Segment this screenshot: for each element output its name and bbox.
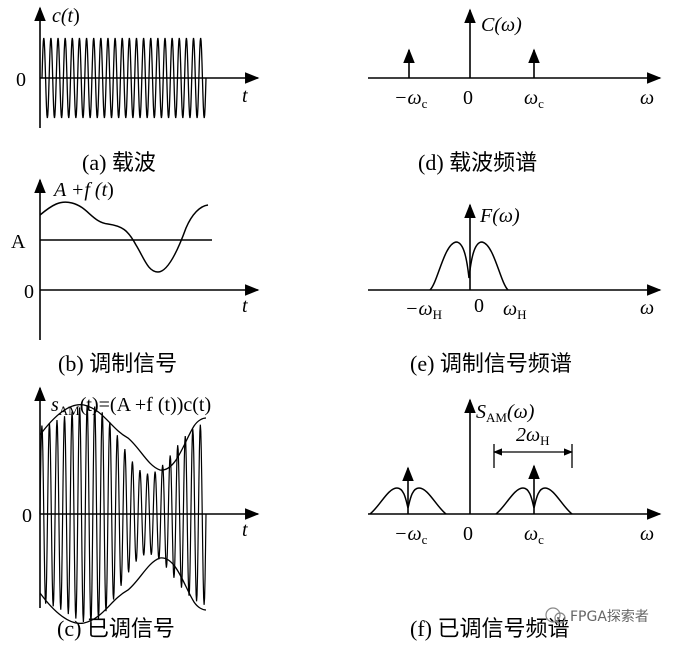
pos-carrier-label: ωc — [524, 523, 544, 547]
panel-modulated-signal: sAM(t)=(A +f (t))c(t) 0 t (c) 已调信号 — [22, 386, 260, 641]
caption: (c) 已调信号 — [57, 616, 175, 641]
x-axis-label: t — [242, 85, 248, 107]
watermark-text: FPGA探索者 — [570, 608, 649, 625]
panel-carrier-spectrum: C(ω) −ωc 0 ωc ω (d) 载波频谱 — [368, 8, 662, 175]
upper-envelope — [39, 403, 207, 471]
y-axis-label: SAM(ω) — [476, 401, 535, 425]
neg-carrier-label: −ωc — [394, 523, 428, 547]
zero-label: 0 — [474, 295, 484, 317]
zero-label: 0 — [22, 505, 32, 527]
caption: (b) 调制信号 — [58, 351, 177, 376]
wechat-icon — [545, 607, 561, 623]
panel-modulating-spectrum: F(ω) −ωH 0 ωH ω (e) 调制信号频谱 — [368, 203, 662, 376]
caption: (a) 载波 — [82, 150, 156, 175]
carrier-waveform — [41, 37, 207, 119]
bandwidth-label: 2ωH — [516, 424, 550, 448]
x-axis-label: t — [242, 519, 248, 541]
baseband-spectrum — [429, 241, 509, 291]
modulating-waveform — [39, 201, 209, 273]
x-axis-label: ω — [640, 523, 654, 545]
panel-carrier: c(t) 0 t (a) 载波 — [16, 5, 260, 175]
x-axis-label: ω — [640, 87, 654, 109]
watermark: FPGA探索者 — [545, 607, 649, 625]
neg-bandwidth-label: −ωH — [405, 298, 442, 322]
neg-carrier-label: −ωc — [394, 87, 428, 111]
wechat-icon-bubble — [554, 612, 566, 624]
y-axis-label: F(ω) — [479, 205, 520, 227]
dc-level-label: A — [11, 231, 26, 253]
x-axis-label: t — [242, 295, 248, 317]
caption: (e) 调制信号频谱 — [410, 351, 572, 376]
zero-label: 0 — [16, 69, 26, 91]
pos-bandwidth-label: ωH — [503, 298, 527, 322]
y-axis-label: A +f (t) — [52, 179, 114, 201]
am-waveform — [39, 405, 207, 623]
x-axis-label: ω — [640, 297, 654, 319]
caption: (f) 已调信号频谱 — [410, 616, 569, 641]
pos-carrier-label: ωc — [524, 87, 544, 111]
panel-modulated-spectrum: SAM(ω) 2ωH −ωc 0 ωc ω (f) 已调信号频谱 — [368, 398, 662, 641]
zero-label: 0 — [24, 281, 34, 303]
caption: (d) 载波频谱 — [418, 150, 537, 175]
zero-label: 0 — [463, 523, 473, 545]
y-axis-label: sAM(t)=(A +f (t))c(t) — [51, 394, 211, 418]
y-axis-label: c(t) — [52, 5, 80, 27]
lower-envelope — [39, 557, 207, 625]
y-axis-label: C(ω) — [481, 14, 522, 36]
zero-label: 0 — [463, 87, 473, 109]
panel-modulating-signal: A +f (t) A 0 t (b) 调制信号 — [11, 178, 260, 376]
